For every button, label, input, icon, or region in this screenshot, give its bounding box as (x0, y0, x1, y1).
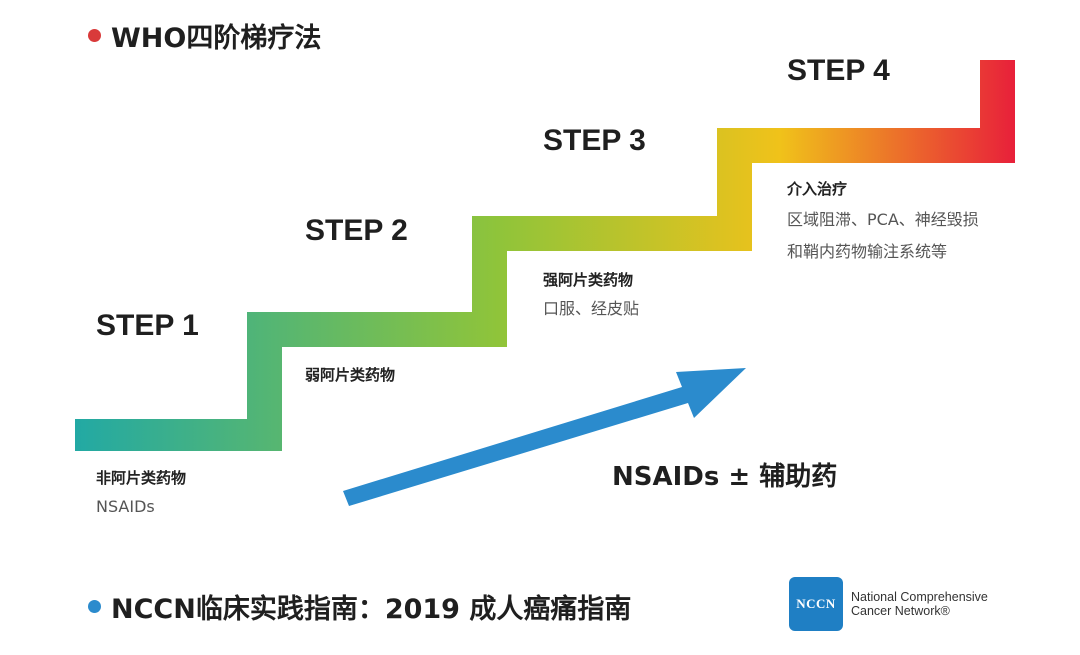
step-2-drug-title: 弱阿片类药物 (305, 366, 396, 384)
nccn-logo-line-2: Cancer Network® (851, 604, 950, 618)
header-bullet-icon (88, 29, 101, 42)
nccn-logo-line-1: National Comprehensive (851, 590, 988, 604)
header-title: WHO四阶梯疗法 (111, 23, 322, 54)
step-4-drug-detail-1: 区域阻滞、PCA、神经毁损 (787, 210, 979, 229)
step-4-label: STEP 4 (787, 54, 890, 87)
staircase-band (75, 60, 1015, 451)
arrow-label: NSAIDs ± 辅助药 (612, 462, 838, 492)
footer-title: NCCN临床实践指南：2019 成人癌痛指南 (111, 594, 632, 625)
step-1-drug-title: 非阿片类药物 (96, 469, 187, 487)
footer-bullet-icon (88, 600, 101, 613)
nccn-logo-text: National Comprehensive Cancer Network® (851, 590, 988, 618)
step-2-label: STEP 2 (305, 214, 408, 247)
nccn-logo: NCCN National Comprehensive Cancer Netwo… (789, 577, 988, 631)
step-1-label: STEP 1 (96, 309, 199, 342)
progress-arrow-icon (343, 368, 746, 506)
step-3-drug-title: 强阿片类药物 (543, 271, 634, 289)
footer-guideline: NCCN临床实践指南：2019 成人癌痛指南 (88, 587, 631, 626)
step-4-drug-detail-2: 和鞘内药物输注系统等 (787, 242, 948, 261)
step-3-drug-detail: 口服、经皮贴 (543, 299, 640, 318)
step-1-drug-detail: NSAIDs (96, 497, 155, 516)
nccn-logo-mark: NCCN (789, 577, 843, 631)
header: WHO四阶梯疗法 (88, 16, 321, 55)
step-4-drug-title: 介入治疗 (787, 180, 848, 198)
step-3-label: STEP 3 (543, 124, 646, 157)
progress-arrow (343, 368, 746, 506)
